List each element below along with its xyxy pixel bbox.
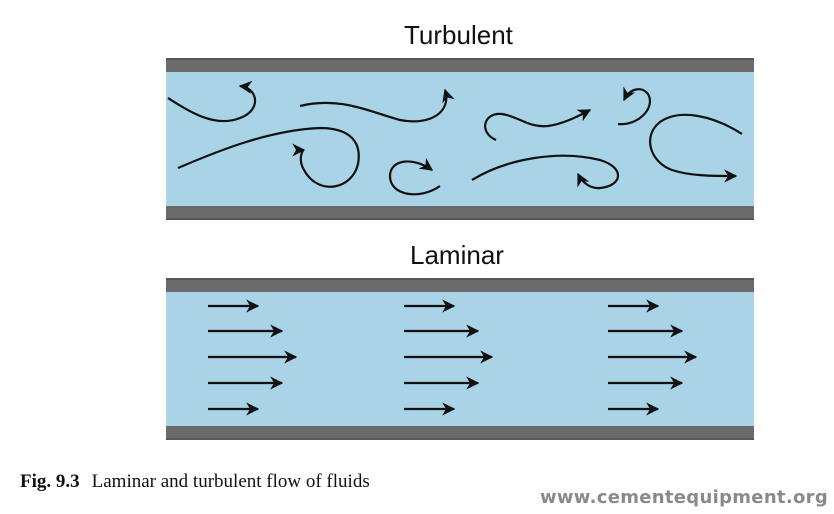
figure-caption: Fig. 9.3 Laminar and turbulent flow of fl… — [20, 471, 370, 493]
laminar-pipe — [166, 278, 754, 440]
laminar-title: Laminar — [410, 240, 504, 270]
laminar-arrows — [208, 299, 698, 416]
eddy-arrow — [471, 154, 620, 190]
turbulent-title: Turbulent — [404, 20, 513, 50]
turbulent-eddies — [167, 80, 743, 196]
laminar-top-wall — [166, 278, 754, 292]
eddy-arrow — [167, 80, 257, 123]
eddy-arrow — [299, 88, 455, 123]
turbulent-top-wall — [166, 58, 754, 72]
eddy-arrow — [649, 113, 743, 183]
eddy-arrow — [177, 126, 360, 188]
laminar-fluid — [166, 292, 754, 426]
eddy-arrow — [388, 157, 441, 196]
eddy-arrow — [617, 86, 651, 126]
watermark: www.cementequipment.org — [539, 487, 828, 508]
turbulent-bottom-wall — [166, 206, 754, 220]
eddy-arrow — [484, 109, 592, 142]
figure-number: Fig. 9.3 — [20, 471, 80, 492]
laminar-bottom-wall — [166, 426, 754, 440]
turbulent-pipe — [166, 58, 754, 220]
caption-text: Laminar and turbulent flow of fluids — [91, 471, 370, 492]
turbulent-fluid — [166, 72, 754, 206]
